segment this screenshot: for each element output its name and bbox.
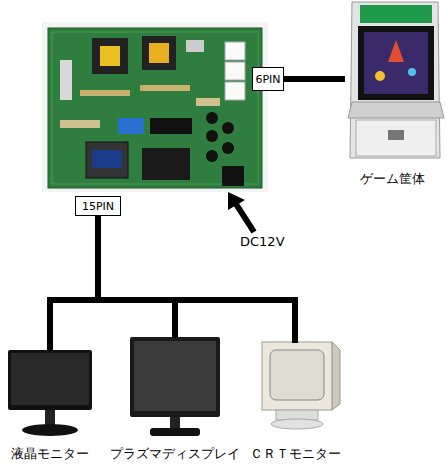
device-figure: プラズマディスプレイ <box>128 335 222 465</box>
pin-label: 15PIN <box>82 200 114 213</box>
device-label: プラズマディスプレイ <box>110 445 240 463</box>
plasma-display <box>130 337 220 436</box>
device-label: ゲーム筐体 <box>360 170 425 188</box>
crt-monitor <box>262 342 340 429</box>
cable-line <box>98 216 175 335</box>
pcb-board <box>42 22 268 192</box>
power-label: DC12V <box>240 234 285 249</box>
pin-label: 6PIN <box>255 73 280 86</box>
lcd-monitor <box>8 350 92 436</box>
device-label: 液晶モニター <box>11 445 89 463</box>
cable-line <box>98 216 295 340</box>
device-label: ＣＲＴモニター <box>250 445 341 463</box>
power-arrow <box>228 192 254 232</box>
cable-line <box>284 76 342 82</box>
connector-tag: 6PIN <box>252 67 284 91</box>
device-figure: ゲーム筐体 <box>342 0 442 190</box>
device-figure: 液晶モニター <box>5 348 95 465</box>
device-figure: ＣＲＴモニター <box>255 340 335 465</box>
connector-tag: 15PIN <box>75 196 121 216</box>
arcade-cabinet <box>348 2 444 158</box>
cable-line <box>50 216 98 348</box>
